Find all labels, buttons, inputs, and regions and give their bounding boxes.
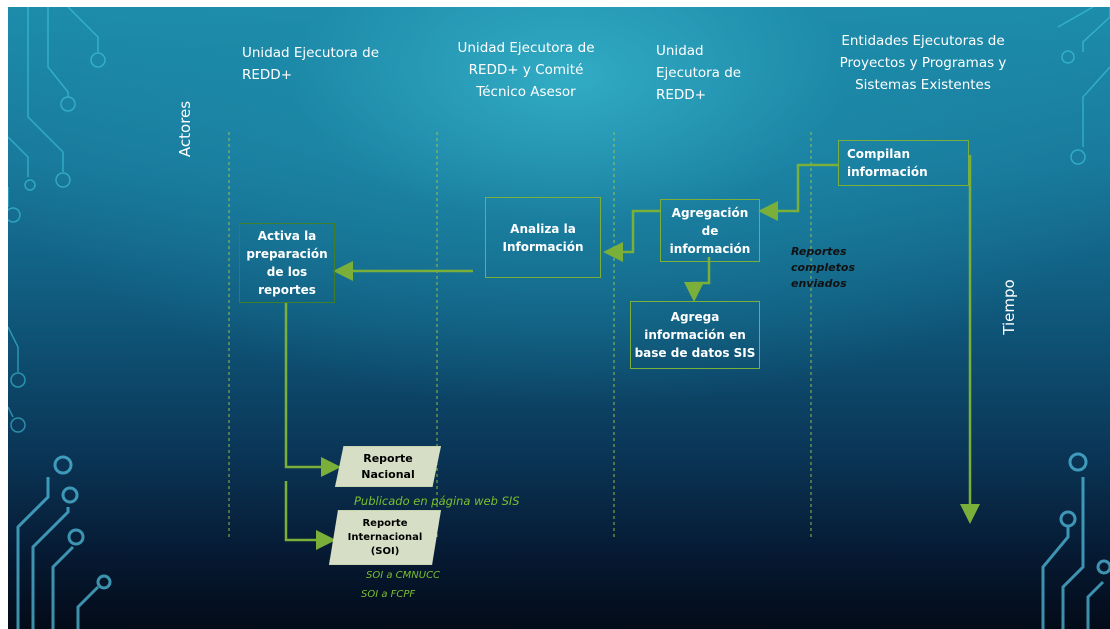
node-activa-preparacion: Activa la preparación de los reportes	[239, 223, 335, 303]
node-compilan-informacion: Compilan información	[838, 140, 969, 186]
header-line: Técnico Asesor	[476, 84, 576, 100]
node-line: información	[847, 165, 928, 179]
actors-label: Actores	[176, 100, 194, 158]
header-line: Unidad	[656, 43, 704, 59]
note-line: Reportes	[791, 245, 847, 258]
lane-header-unidad-ejecutora-2: Unidad Ejecutora de REDD+	[656, 40, 786, 106]
header-line: Sistemas Existentes	[855, 77, 991, 93]
node-agregacion-informacion: Agregación de información	[660, 199, 760, 262]
note-soi-cmnucc: SOI a CMNUCC	[366, 570, 441, 581]
node-line: Reporte	[362, 517, 408, 529]
node-line: Agregación	[671, 205, 749, 220]
node-analiza-informacion: Analiza la Información	[485, 197, 601, 278]
note-line: enviados	[791, 277, 847, 290]
node-line: información en	[644, 328, 746, 342]
note-publicado-web: Publicado en página web SIS	[354, 494, 520, 508]
node-line: Información	[502, 239, 584, 254]
node-line: reportes	[258, 283, 316, 297]
header-line: Proyectos y Programas y	[839, 55, 1007, 71]
node-line: Reporte	[363, 451, 413, 465]
diagram-slide: Unidad Ejecutora de REDD+ Unidad Ejecuto…	[8, 7, 1110, 629]
node-line: Activa la	[257, 229, 317, 243]
lane-header-unidad-ejecutora: Unidad Ejecutora de REDD+	[242, 42, 442, 86]
lane-header-comite: Unidad Ejecutora de REDD+ y Comité Técni…	[436, 37, 616, 103]
header-line: REDD+	[242, 67, 293, 83]
time-label: Tiempo	[1000, 279, 1018, 335]
circuit-decoration	[8, 7, 1110, 629]
lane-header-entidades: Entidades Ejecutoras de Proyectos y Prog…	[823, 30, 1023, 96]
node-line: de	[701, 223, 719, 238]
node-line: Nacional	[361, 467, 415, 481]
node-line: información	[669, 241, 751, 256]
node-line: Compilan	[847, 147, 911, 161]
node-line: Agrega	[670, 310, 720, 324]
header-line: REDD+	[656, 87, 707, 103]
node-line: (SOI)	[370, 545, 400, 557]
node-line: base de datos SIS	[634, 346, 756, 360]
header-line: Ejecutora de	[656, 65, 742, 81]
note-reportes-enviados: Reportes completos enviados	[791, 244, 855, 292]
node-agrega-base-datos-sis: Agrega información en base de datos SIS	[630, 301, 760, 369]
node-line: de los	[266, 265, 308, 279]
node-line: Internacional	[347, 531, 423, 543]
node-line: Analiza la	[510, 221, 576, 236]
header-line: Unidad Ejecutora de	[242, 45, 379, 61]
node-line: preparación	[246, 247, 328, 261]
header-line: REDD+ y Comité	[468, 62, 584, 78]
note-soi-fcpf: SOI a FCPF	[361, 589, 416, 600]
header-line: Entidades Ejecutoras de	[841, 33, 1005, 49]
header-line: Unidad Ejecutora de	[457, 40, 595, 56]
note-line: completos	[791, 261, 856, 274]
